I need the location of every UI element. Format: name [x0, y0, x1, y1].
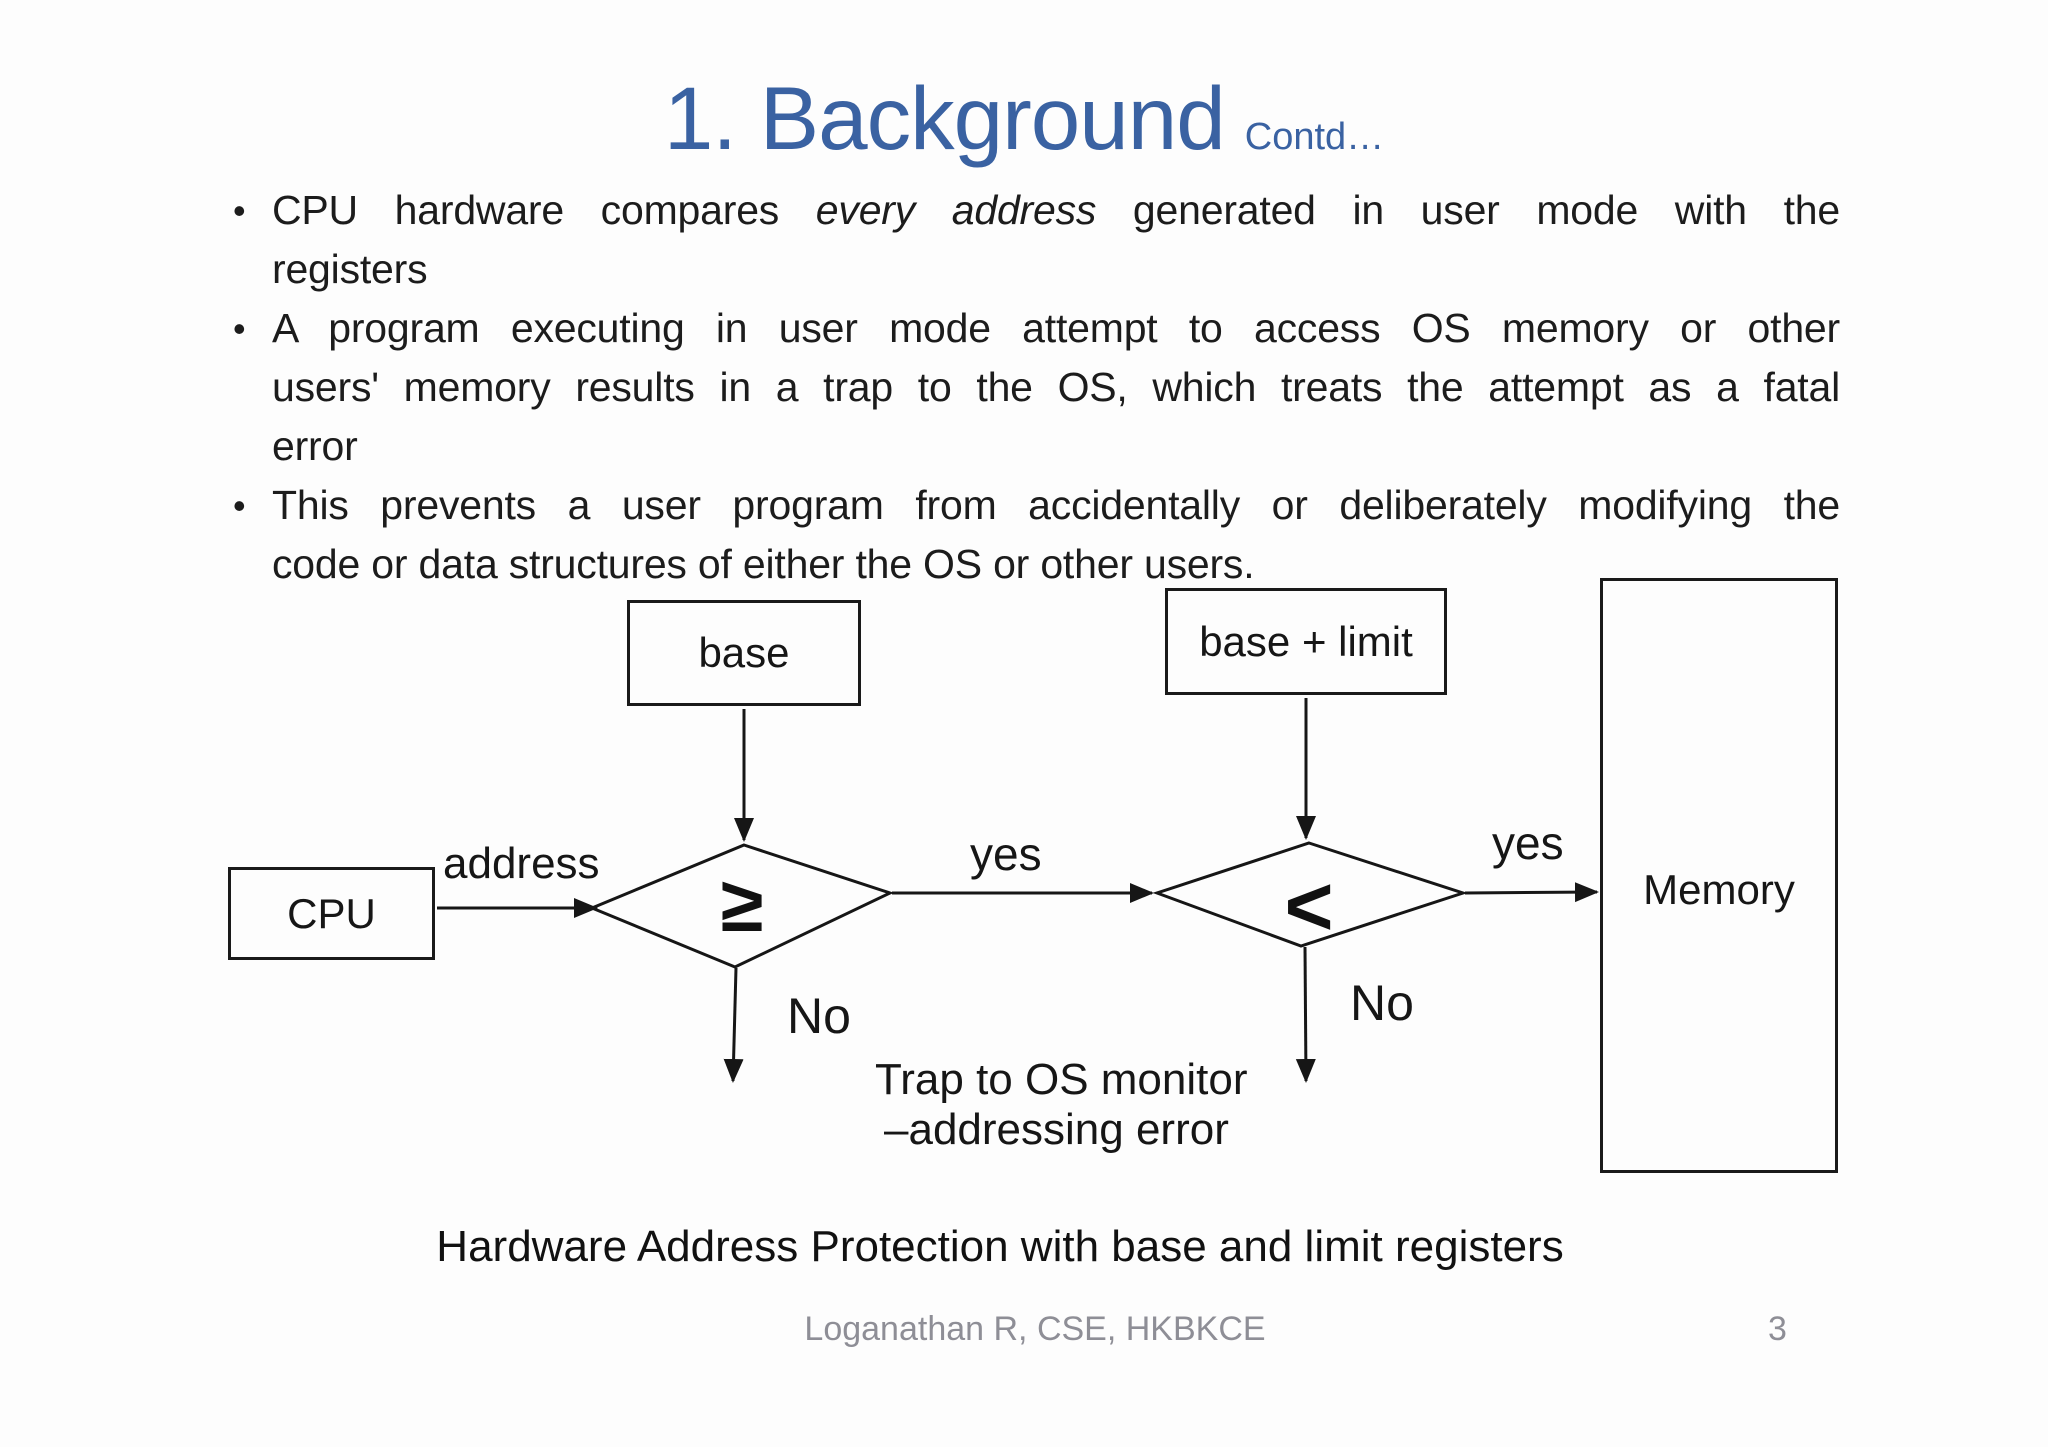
trap-line-2: –addressing error: [884, 1105, 1229, 1154]
base-plus-limit-box: base + limit: [1165, 588, 1447, 695]
bullet-line: A program executing in user mode attempt…: [272, 305, 1840, 351]
bullet-line: registers: [272, 246, 428, 292]
bullet-line: users' memory results in a trap to the O…: [272, 364, 1840, 410]
bullet-line: This prevents a user program from accide…: [272, 482, 1840, 528]
cpu-box: CPU: [228, 867, 435, 960]
bullet-marker: •: [233, 485, 246, 526]
base-register-box: base: [627, 600, 861, 706]
bullet-marker: •: [233, 190, 246, 231]
bullet-item: • CPU hardware compares every address ge…: [233, 181, 1840, 299]
connector-lt-to-memory: [1464, 882, 1599, 903]
cpu-label: CPU: [287, 889, 376, 937]
footer-author: Loganathan R, CSE, HKBKCE: [804, 1310, 1266, 1348]
memory-label: Memory: [1643, 865, 1795, 913]
trap-annotation: Trap to OS monitor –addressing error: [875, 1055, 1248, 1155]
bullet-list: • CPU hardware compares every address ge…: [233, 181, 1840, 594]
bullet-line: code or data structures of either the OS…: [272, 541, 1255, 587]
memory-box: Memory: [1600, 578, 1838, 1173]
trap-line-1: Trap to OS monitor: [875, 1055, 1248, 1104]
bullet-text-italic: every address: [815, 187, 1097, 233]
connector-lt-no: [1295, 946, 1316, 1083]
bullet-marker: •: [233, 308, 246, 349]
figure-caption: Hardware Address Protection with base an…: [436, 1222, 1564, 1271]
gte-decision-symbol: ≥: [720, 859, 764, 948]
title-text: 1. Background: [663, 68, 1226, 168]
yes-edge-label-2: yes: [1492, 817, 1564, 869]
base-label: base: [698, 629, 790, 676]
bullet-item: • This prevents a user program from acci…: [233, 476, 1840, 594]
bullet-item: • A program executing in user mode attem…: [233, 299, 1840, 476]
title-contd: Contd…: [1244, 116, 1385, 158]
page-number: 3: [1768, 1310, 1787, 1348]
yes-edge-label-1: yes: [970, 828, 1042, 880]
lt-decision-symbol: <: [1284, 858, 1334, 953]
bullet-text: CPU hardware compares: [272, 187, 816, 233]
no-edge-label-2: No: [1350, 975, 1414, 1031]
bullet-line: error: [272, 423, 358, 469]
bullet-text: generated in user mode with the: [1096, 187, 1840, 233]
address-edge-label: address: [443, 839, 600, 888]
no-edge-label-1: No: [787, 988, 851, 1044]
connector-gte-no: [723, 967, 744, 1083]
base-plus-limit-label: base + limit: [1199, 617, 1413, 665]
bullet-line: CPU hardware compares every address gene…: [272, 181, 1840, 240]
